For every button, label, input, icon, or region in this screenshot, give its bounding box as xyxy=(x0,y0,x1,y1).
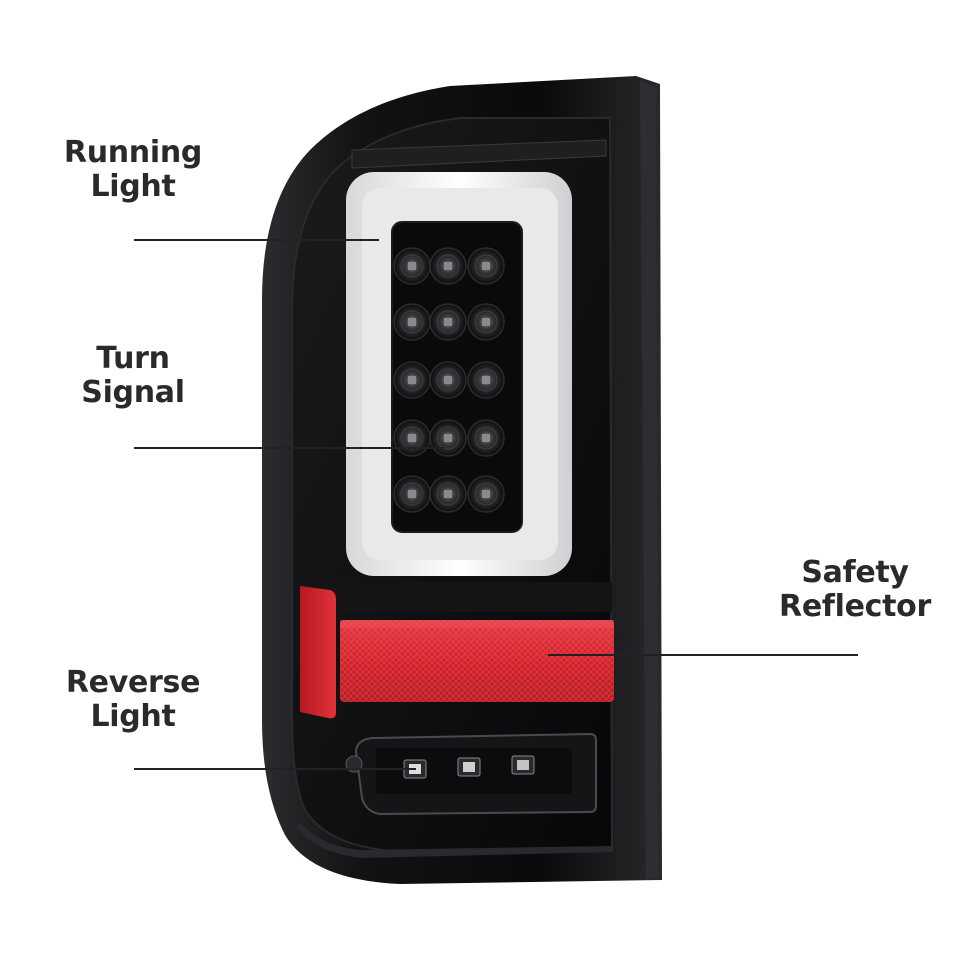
led-chip xyxy=(444,490,452,498)
led-ring xyxy=(474,310,498,334)
led-ring xyxy=(436,482,460,506)
turn-signal-label-line2: Signal xyxy=(81,375,185,410)
led-ring xyxy=(400,254,424,278)
led-chip xyxy=(408,262,416,270)
led-chip xyxy=(408,318,416,326)
running-light-label: Running Light xyxy=(58,136,208,204)
led-ring xyxy=(474,368,498,392)
safety-reflector-label: Safety Reflector xyxy=(770,556,940,624)
safety-reflector-label-line2: Reflector xyxy=(779,589,931,624)
reverse-light-label-line1: Reverse xyxy=(65,665,201,700)
led-ring xyxy=(474,426,498,450)
safety-reflector-label-line1: Safety xyxy=(801,555,909,590)
led-chip xyxy=(444,376,452,384)
side-reflector xyxy=(300,586,336,719)
led-ring xyxy=(474,254,498,278)
led-chip xyxy=(444,434,452,442)
turn-signal-label-line1: Turn xyxy=(96,341,170,376)
led-chip xyxy=(482,376,490,384)
turn-signal-leader-line xyxy=(134,447,444,449)
led-ring xyxy=(474,482,498,506)
led-ring xyxy=(436,254,460,278)
running-light-label-line1: Running xyxy=(63,135,203,170)
led-chip xyxy=(408,490,416,498)
led-ring xyxy=(400,310,424,334)
led-chip xyxy=(444,262,452,270)
turn-signal-label: Turn Signal xyxy=(58,342,208,410)
led-ring xyxy=(436,426,460,450)
led-ring xyxy=(436,310,460,334)
safety-reflector-leader-line xyxy=(548,654,858,656)
led-chip xyxy=(444,318,452,326)
reverse-light-label: Reverse Light xyxy=(52,666,214,734)
led-ring xyxy=(400,426,424,450)
running-light-leader-line xyxy=(134,239,379,241)
led-chip xyxy=(482,434,490,442)
reverse-light-leader-line xyxy=(134,768,416,770)
led-chip xyxy=(482,262,490,270)
running-light-label-line2: Light xyxy=(90,169,176,204)
led-ring xyxy=(400,368,424,392)
led-chip xyxy=(408,376,416,384)
led-chip xyxy=(482,490,490,498)
reverse-light-label-line2: Light xyxy=(90,699,176,734)
led-ring xyxy=(436,368,460,392)
led-chip xyxy=(482,318,490,326)
led-ring xyxy=(400,482,424,506)
turn-signal-led-grid xyxy=(393,247,505,513)
led-chip xyxy=(408,434,416,442)
